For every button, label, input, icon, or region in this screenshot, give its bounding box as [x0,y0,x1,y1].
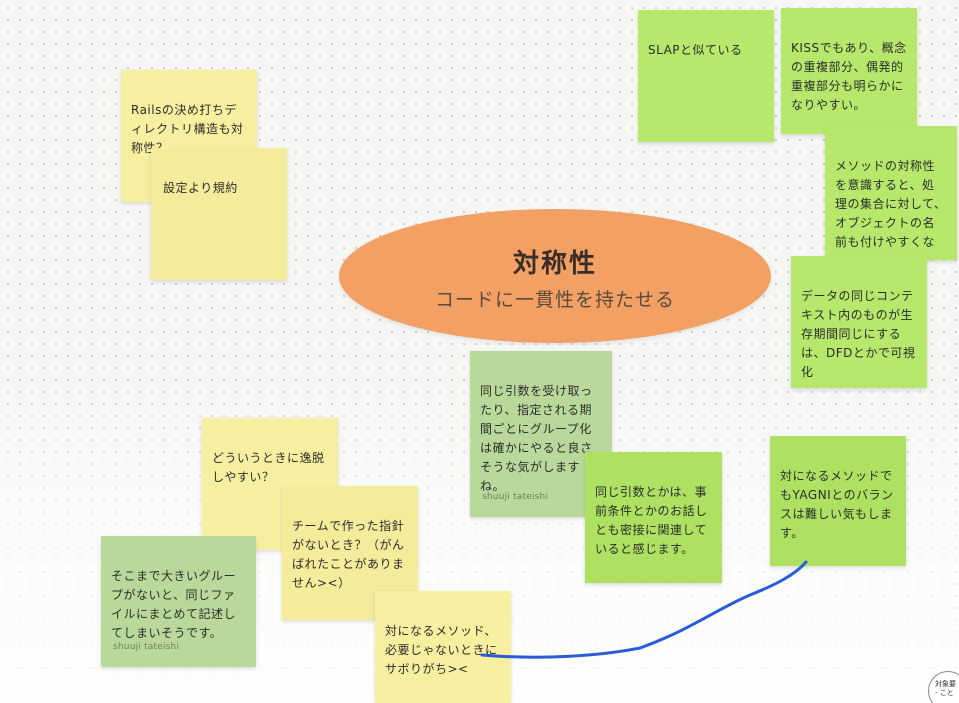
sticky-note-big-group[interactable]: そこまで大きいグループがないと、同じファイルにまとめて記述してしまいそうです。 … [101,536,256,667]
sticky-note-coupling[interactable]: 同じ引数とかは、事前条件とかのお話しとも密接に関連していると感じます。 [585,452,722,583]
sticky-note-text: 同じ引数を受け取ったり、指定される期間ごとにグループ化は確かにやると良さそうな気… [480,384,593,493]
sticky-note-text: チームで作った指針がないとき？（がんばれたことがありません><） [292,519,405,590]
sticky-note-text: 同じ引数とかは、事前条件とかのお話しとも密接に関連していると感じます。 [595,485,708,556]
topic-subtitle: コードに一貫性を持たせる [434,289,675,311]
sticky-note-lifecycle[interactable]: データの同じコンテキスト内のものが生存期間同じにするは、DFDとかで可視化 [791,256,927,388]
sticky-note-text: 対になるメソッド、必要じゃないときにサボりがち>< [385,624,498,676]
sticky-note-text: 設定より規約 [163,181,238,195]
sticky-note-text: メソッドの対称性を意識すると、処理の集合に対して、オブジェクトの名前も付けやすく… [835,159,947,268]
sticky-note-text: データの同じコンテキスト内のものが生存期間同じにするは、DFDとかで可視化 [801,289,916,379]
sticky-note-kiss[interactable]: KISSでもあり、概念の重複部分、偶発的重複部分も明らかになりやすい。 [781,8,917,134]
sticky-note-team-guideline[interactable]: チームで作った指針がないとき？（がんばれたことがありません><） [282,486,418,620]
sticky-note-text: 対になるメソッドでもYAGNIとのバランスは難しい気もします。 [780,469,894,540]
corner-widget-line1: 対象要 [935,680,956,688]
sticky-note-same-args[interactable]: 同じ引数を受け取ったり、指定される期間ごとにグループ化は確かにやると良さそうな気… [470,351,612,517]
sticky-note-text: そこまで大きいグループがないと、同じファイルにまとめて記述してしまいそうです。 [111,569,237,640]
note-author: shuuji tateishi [113,642,180,652]
corner-widget-line2: - こと [935,689,954,697]
sticky-note-text: どういうときに逸脱しやすい？ [212,451,325,484]
sticky-note-text: Railsの決め打ちディレクトリ構造も対称性？ [131,103,244,155]
sticky-note-lazy[interactable]: 対になるメソッド、必要じゃないときにサボりがち>< [375,591,511,703]
sticky-note-method-symmetry[interactable]: メソッドの対称性を意識すると、処理の集合に対して、オブジェクトの名前も付けやすく… [825,126,957,268]
sticky-note-convention[interactable]: 設定より規約 [151,148,287,280]
sticky-note-text: SLAPと似ている [648,43,743,57]
sticky-note-slap[interactable]: SLAPと似ている [638,10,774,142]
note-author: shuuji tateishi [482,492,549,502]
sticky-note-text: KISSでもあり、概念の重複部分、偶発的重複部分も明らかになりやすい。 [791,41,907,112]
corner-widget[interactable]: 対象要 - こと [928,671,959,703]
topic-ellipse[interactable]: 対称性 コードに一貫性を持たせる [339,209,771,343]
sticky-note-yagni[interactable]: 対になるメソッドでもYAGNIとのバランスは難しい気もします。 [770,436,906,566]
topic-title: 対称性 [512,249,597,279]
